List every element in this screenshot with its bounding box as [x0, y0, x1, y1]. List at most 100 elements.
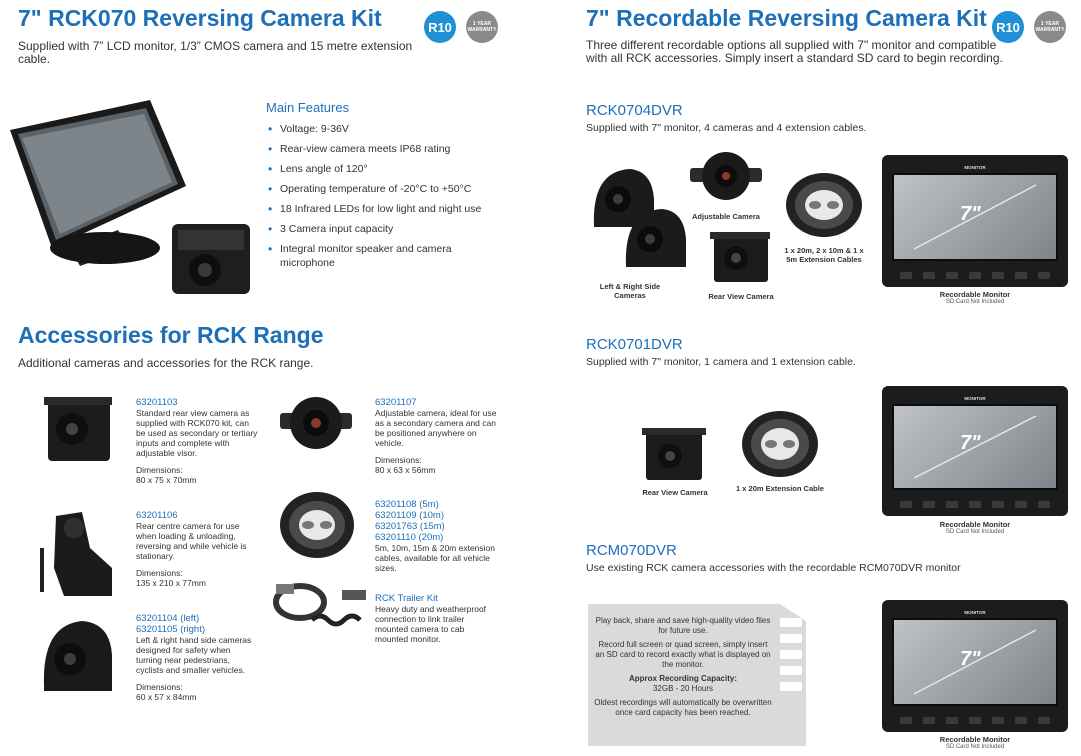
extension-cable-image	[280, 492, 354, 558]
left-page-title: 7" RCK070 Reversing Camera Kit	[18, 5, 382, 31]
accessory-dimensions: 60 x 57 x 84mm	[136, 692, 197, 702]
extension-cable-image	[742, 411, 818, 477]
rear-view-camera-image	[44, 397, 112, 461]
left-page-subtitle: Supplied with 7” LCD monitor, 1/3” CMOS …	[18, 39, 413, 66]
monitor-brand: MONITOR	[964, 165, 986, 170]
caption-recordable-monitor: Recordable Monitor	[939, 290, 1011, 299]
feature-item: Voltage: 9-36V	[266, 122, 496, 136]
monitor-size-label: 7"	[960, 432, 981, 454]
kit-name-rcm070dvr: RCM070DVR	[586, 542, 677, 559]
kit-description: Use existing RCK camera accessories with…	[586, 562, 961, 574]
monitor-size-label: 7"	[960, 648, 981, 670]
rear-centre-camera-image	[40, 512, 112, 596]
accessory-dimensions-label: Dimensions:	[375, 455, 422, 465]
accessory-description: 5m, 10m, 15m & 20m extension cables, ava…	[375, 543, 496, 573]
accessory-63201107: 63201107 Adjustable camera, ideal for us…	[375, 397, 497, 475]
kit-name-rck0701dvr: RCK0701DVR	[586, 336, 683, 353]
kit-name-rck0704dvr: RCK0704DVR	[586, 102, 683, 119]
monitor-screen: 7"	[892, 173, 1058, 261]
feature-item: Integral monitor speaker and camera micr…	[266, 242, 496, 270]
caption-side-cameras: Left & Right Side Cameras	[599, 282, 661, 300]
r10-badge: R10	[424, 11, 456, 43]
monitor-screen: 7"	[892, 404, 1058, 490]
accessory-63201103: 63201103 Standard rear view camera as su…	[136, 397, 258, 485]
sd-capacity-label: Approx Recording Capacity:	[628, 674, 737, 683]
caption-rear-view-camera: Rear View Camera	[642, 488, 708, 497]
right-page-title: 7" Recordable Reversing Camera Kit	[586, 5, 987, 31]
sd-card-note: SD Card Not Included	[945, 299, 1005, 305]
sd-card-graphic: Play back, share and save high-quality v…	[588, 604, 806, 746]
accessories-title: Accessories for RCK Range	[18, 322, 324, 348]
monitor-size-label: 7"	[960, 203, 981, 225]
accessory-trailer-kit: RCK Trailer Kit Heavy duty and weatherpr…	[375, 593, 497, 644]
main-features-title: Main Features	[266, 100, 350, 115]
monitor-buttons	[894, 501, 1056, 508]
accessory-63201106: 63201106 Rear centre camera for use when…	[136, 510, 258, 588]
sd-card-note: SD Card Not Included	[945, 529, 1005, 535]
accessory-code: 63201106	[136, 510, 178, 521]
accessory-description: Left & right hand side cameras designed …	[136, 635, 252, 675]
sd-card-text: Play back, share and save high-quality v…	[594, 616, 772, 718]
accessory-description: Standard rear view camera as supplied wi…	[136, 408, 258, 458]
accessory-code: 63201107	[375, 397, 417, 408]
warranty-badge: 1 YEAR WARRANTY	[466, 11, 498, 43]
accessory-description: Rear centre camera for use when loading …	[136, 521, 247, 561]
accessory-side-cameras: 63201104 (left) 63201105 (right) Left & …	[136, 613, 258, 702]
accessory-description: Adjustable camera, ideal for use as a se…	[375, 408, 497, 448]
recordable-monitor-image: MONITOR 7"	[882, 600, 1068, 732]
accessory-code: 63201105 (right)	[136, 624, 206, 635]
monitor-brand: MONITOR	[964, 396, 986, 401]
side-camera-image	[43, 621, 112, 691]
accessory-code: 63201763 (15m)	[375, 521, 445, 532]
warranty-text: 1 YEAR WARRANTY	[1035, 21, 1065, 33]
feature-item: Lens angle of 120°	[266, 162, 496, 176]
extension-cables-image	[786, 173, 862, 237]
sd-capacity-value: 32GB - 20 Hours	[652, 684, 714, 693]
monitor-buttons	[894, 272, 1056, 279]
features-list: Voltage: 9-36V Rear-view camera meets IP…	[266, 122, 496, 276]
accessory-code: 63201110 (20m)	[375, 532, 444, 543]
feature-item: Operating temperature of -20°C to +50°C	[266, 182, 496, 196]
sd-line: Record full screen or quad screen, simpl…	[595, 640, 771, 669]
feature-item: 18 Infrared LEDs for low light and night…	[266, 202, 496, 216]
accessory-dimensions: 135 x 210 x 77mm	[136, 578, 206, 588]
monitor-buttons	[894, 717, 1056, 724]
accessories-subtitle: Additional cameras and accessories for t…	[18, 356, 314, 370]
feature-item: 3 Camera input capacity	[266, 222, 496, 236]
accessory-code: 63201108 (5m)	[375, 499, 439, 510]
caption-adjustable-camera: Adjustable Camera	[692, 212, 760, 221]
recordable-monitor-image: MONITOR 7"	[882, 386, 1068, 516]
r10-badge: R10	[992, 11, 1024, 43]
feature-item: Rear-view camera meets IP68 rating	[266, 142, 496, 156]
accessory-dimensions: 80 x 75 x 70mm	[136, 475, 197, 485]
caption-recordable-monitor: Recordable Monitor	[939, 735, 1011, 744]
adjustable-camera-image	[690, 152, 762, 200]
monitor-brand: MONITOR	[964, 610, 986, 615]
caption-recordable-monitor: Recordable Monitor	[939, 520, 1011, 529]
accessory-extension-cables: 63201108 (5m) 63201109 (10m) 63201763 (1…	[375, 499, 497, 573]
sd-line: Oldest recordings will automatically be …	[594, 698, 772, 717]
rear-view-camera-image	[710, 232, 770, 282]
trailer-kit-image	[273, 583, 366, 627]
caption-extension-cables: 1 x 20m, 2 x 10m & 1 x 5m Extension Cabl…	[784, 246, 864, 264]
rear-view-camera-image	[642, 428, 706, 480]
kit-description: Supplied with 7" monitor, 1 camera and 1…	[586, 356, 856, 368]
caption-extension-cable: 1 x 20m Extension Cable	[736, 484, 824, 493]
accessory-dimensions-label: Dimensions:	[136, 682, 183, 692]
side-cameras-image	[593, 169, 686, 267]
warranty-badge: 1 YEAR WARRANTY	[1034, 11, 1066, 43]
caption-rear-view-camera: Rear View Camera	[708, 292, 774, 301]
recordable-monitor-image: MONITOR 7"	[882, 155, 1068, 287]
sd-card-note: SD Card Not Included	[945, 744, 1005, 750]
warranty-text: 1 YEAR WARRANTY	[467, 21, 497, 33]
accessory-dimensions-label: Dimensions:	[136, 568, 183, 578]
accessory-code: 63201104 (left)	[136, 613, 200, 624]
accessory-code: 63201103	[136, 397, 178, 408]
monitor-screen: 7"	[892, 618, 1058, 706]
accessory-description: Heavy duty and weatherproof connection t…	[375, 604, 487, 644]
adjustable-camera-image	[280, 397, 352, 449]
right-page-subtitle: Three different recordable options all s…	[586, 38, 1003, 65]
accessory-code: 63201109 (10m)	[375, 510, 445, 521]
sd-line: Play back, share and save high-quality v…	[595, 616, 771, 635]
accessory-code: RCK Trailer Kit	[375, 593, 438, 604]
